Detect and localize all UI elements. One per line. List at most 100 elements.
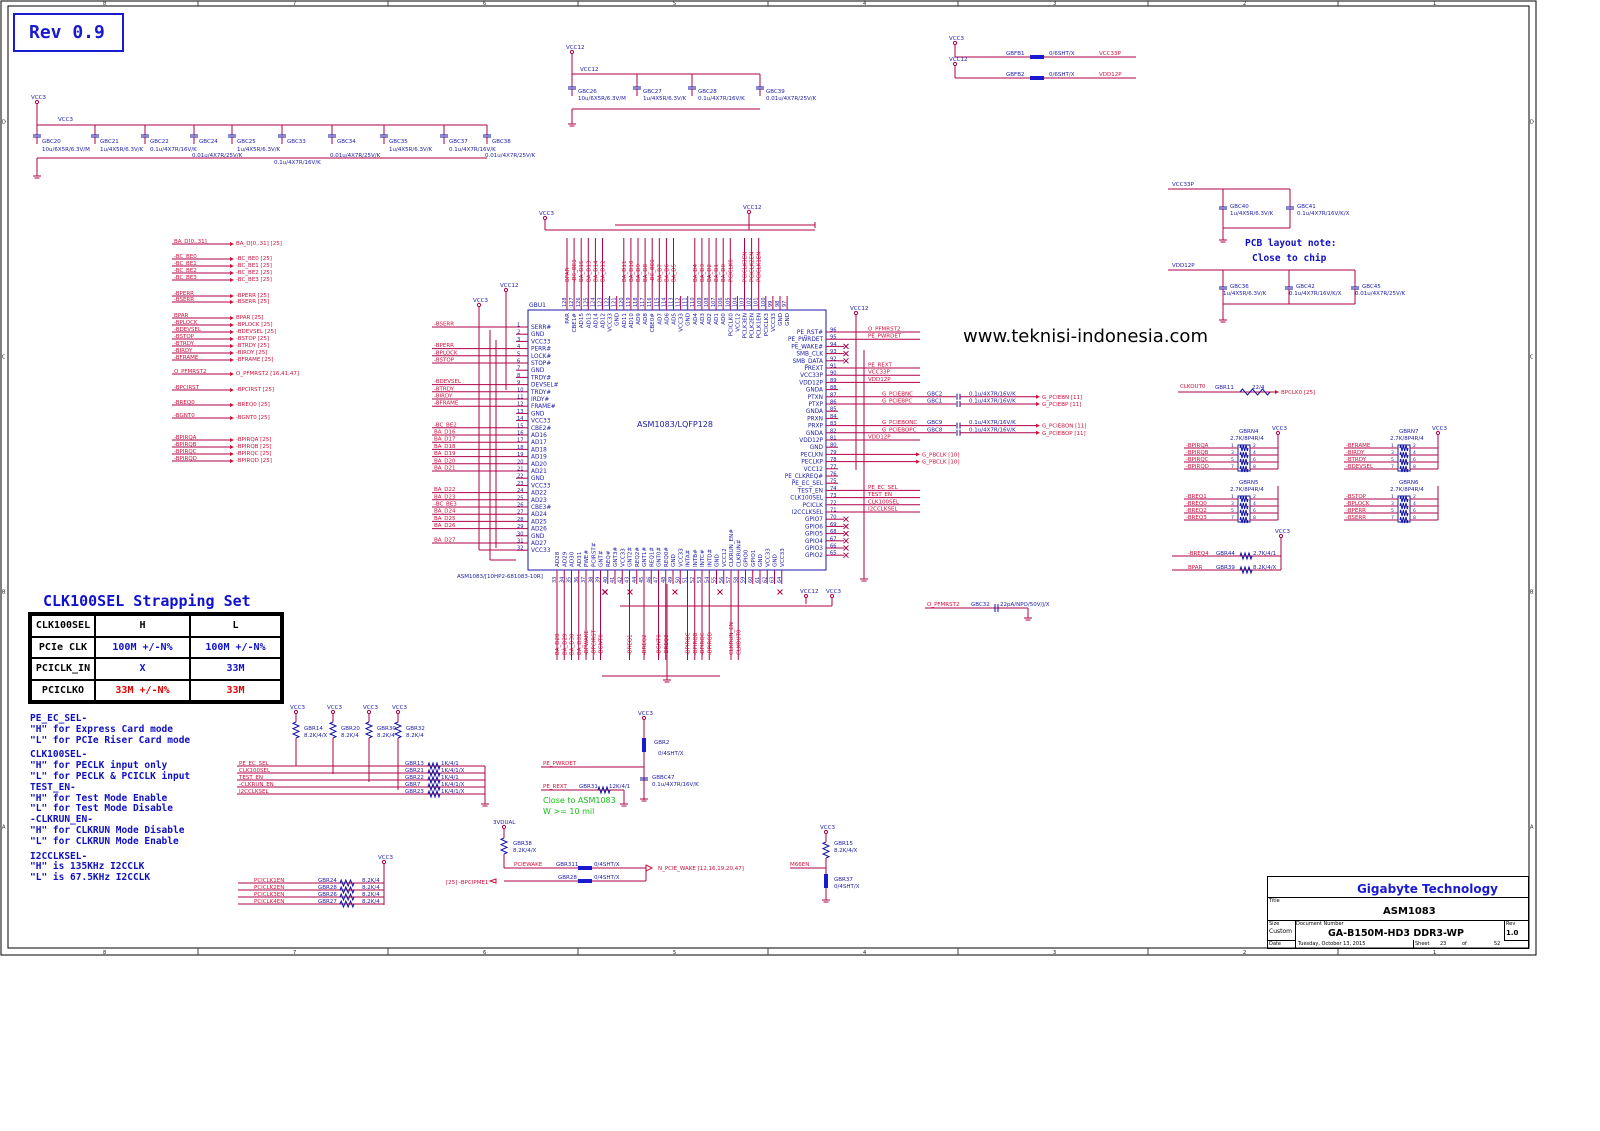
pin-number: 7	[1231, 464, 1234, 470]
offpage-arrow	[488, 878, 497, 884]
chip-footprint: ASM1083/[10HP2-681083-10R]	[457, 574, 543, 580]
net-label: -BC_BE1	[572, 259, 578, 282]
power-port	[1278, 533, 1284, 539]
pin-number: 5	[1231, 457, 1234, 463]
cap-value: 0.1u/4X7R/16V/K	[652, 782, 699, 788]
bead-ref: GBFB1	[1006, 51, 1024, 57]
pin-number: 64	[777, 577, 783, 583]
power-rail-label: VCC3	[473, 298, 488, 304]
pin-number: 108	[704, 297, 710, 307]
resistor	[427, 789, 441, 799]
pin-number: 55	[712, 577, 718, 583]
pin-number: 6	[1253, 457, 1256, 463]
cap-ref: GBC27	[643, 89, 662, 95]
bead-output-net: VDD12P	[1099, 72, 1122, 78]
net-label: BA_D16	[434, 430, 456, 436]
pin-name: PERR#	[531, 347, 551, 353]
pin-number: 2	[1253, 494, 1256, 500]
pin-number: 6	[1413, 508, 1416, 514]
rail-net-label: VCC3	[58, 117, 73, 123]
res-value: 1K/4/1/X	[441, 782, 465, 788]
power-rail-label: VCC3	[539, 211, 554, 217]
res-ref: GBR26	[318, 892, 337, 898]
pin-number: 78	[830, 457, 837, 463]
pin-name: REQ#	[606, 550, 612, 567]
rpack-value: 2.7K/8P4R/4	[1390, 436, 1424, 442]
pin-name: AD19	[531, 455, 547, 461]
net-label: -BPWAKE	[584, 630, 590, 655]
border-col-label: 6	[483, 1, 486, 7]
net-label: G_PCIEBOPC	[882, 427, 917, 433]
pin-number: 96	[830, 328, 837, 334]
power-port	[34, 99, 40, 105]
net-label: BA_D22	[434, 487, 456, 493]
pin-name: AD18	[531, 447, 547, 453]
pin-name: INTA#	[686, 549, 692, 567]
strap-note: CLK100SEL- "H" for PECLK input only "L" …	[30, 749, 191, 847]
pin-name: VCC33	[531, 483, 551, 489]
net-label: -BFRAME	[434, 401, 459, 407]
pin-number: 5	[1391, 508, 1394, 514]
pin-name: AD11	[622, 313, 628, 329]
net-label: -BGNT0	[599, 634, 605, 655]
pin-name: GPIO0	[744, 549, 750, 567]
pin-number: 59	[741, 577, 747, 583]
net-label: BA_D26	[434, 523, 456, 529]
net-label: BA_D2	[707, 264, 713, 282]
pin-number: 117	[640, 297, 646, 307]
cap-ref: GBC26	[578, 89, 597, 95]
resistor	[1399, 495, 1409, 503]
cap-value: 1u/4X5R/6.3V/K	[1223, 291, 1267, 297]
no-connect-mark	[717, 589, 723, 595]
cap-value: 1u/4X5R/6.3V/K	[1230, 211, 1274, 217]
pin-name: AD1	[714, 313, 720, 325]
pin-name: VCC12	[804, 467, 824, 473]
table-cell: PCIe CLK	[31, 636, 95, 658]
offpage-net: -BPERR [25]	[236, 293, 269, 299]
res-ref: GBR14	[304, 726, 323, 732]
pin-number: 30	[517, 531, 524, 537]
pin-name: PECLKN	[800, 452, 823, 458]
net-label: BA_D24	[434, 509, 456, 515]
strapping-table-title: CLK100SEL Strapping Set	[43, 592, 251, 610]
border-row-label: D	[2, 120, 6, 126]
border-col-label: 7	[293, 1, 296, 7]
pin-number: 84	[830, 414, 837, 420]
net-label: PCICLK4EN	[254, 899, 284, 905]
cap-value: 22pA/NPO/50V/J/X	[1000, 602, 1050, 608]
pin-name: GND	[671, 554, 677, 567]
cap-ref: GBC1	[927, 399, 942, 405]
net-label: -BDEVSEL	[1346, 464, 1374, 470]
pin-number: 81	[830, 436, 837, 442]
offpage-net: O_PFMRST2 [16,41,47]	[236, 371, 299, 377]
net-label: BA_D31	[577, 633, 583, 655]
layout-note: W >= 10 mil	[543, 807, 594, 816]
resistor	[427, 768, 441, 778]
offpage-net: BPCLK0 [25]	[1281, 390, 1315, 396]
offpage-net: -BPCIRST [25]	[236, 387, 274, 393]
pin-number: 2	[517, 330, 520, 336]
title-label: Title	[1269, 898, 1280, 904]
strap-note: PE_EC_SEL- "H" for Express Card mode "L"…	[30, 713, 191, 746]
pin-name: GND	[715, 554, 721, 567]
offpage-net: -BIRDY [25]	[236, 350, 267, 356]
pin-name: AD27	[531, 541, 547, 547]
pin-number: 124	[590, 297, 596, 307]
border-row-label: B	[2, 590, 6, 596]
no-connect-mark	[843, 357, 849, 364]
cap-value: 0.01u/4X7R/25V/K	[1355, 291, 1406, 297]
power-port	[366, 709, 372, 715]
cap-ref: GBC41	[1297, 204, 1316, 210]
pin-number: 83	[830, 421, 837, 427]
pin-name: PTXN	[808, 395, 823, 401]
border-col-label: 1	[1433, 950, 1436, 956]
resistor	[427, 782, 441, 792]
net-label: VDD12P	[868, 435, 891, 441]
signal-net: -BPIRQD	[174, 456, 197, 462]
rail-net-label: VCC33P	[1172, 182, 1194, 188]
pin-name: VCC33	[771, 313, 777, 332]
net-label: -BC_BE2	[434, 422, 457, 428]
pin-number: 121	[612, 297, 618, 307]
net-label: -BGNT0	[657, 634, 663, 655]
